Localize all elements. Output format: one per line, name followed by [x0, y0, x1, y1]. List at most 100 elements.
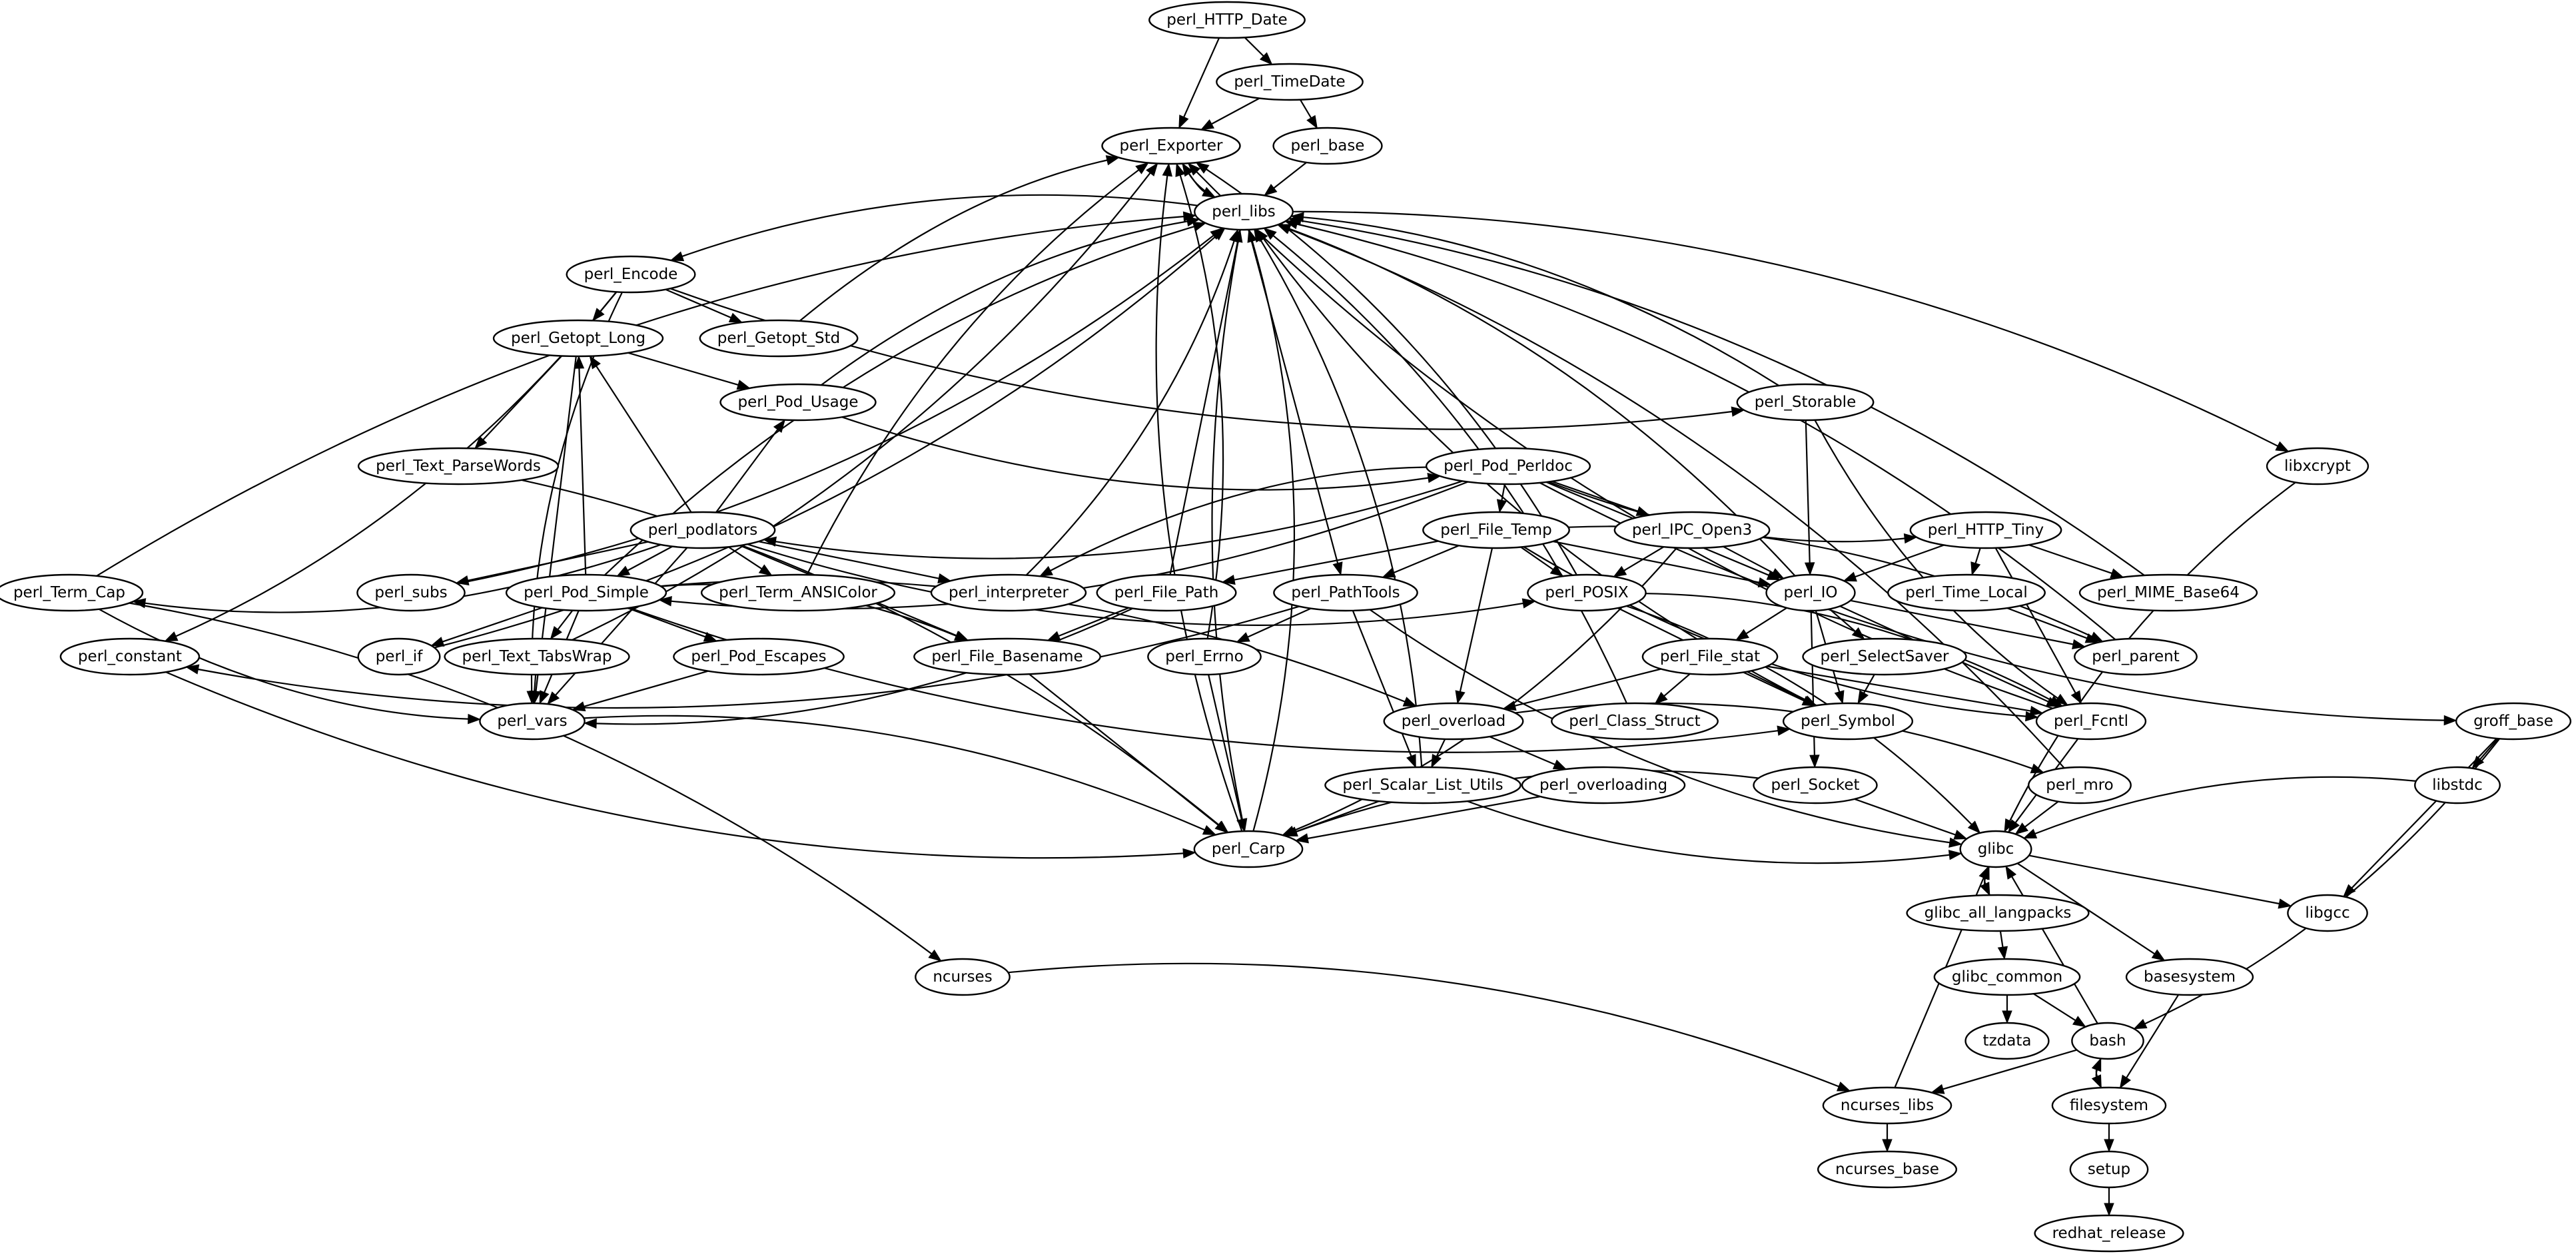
node-perl-overload[interactable]: perl_overload [1383, 702, 1524, 741]
node-perl-symbol[interactable]: perl_Symbol [1782, 702, 1914, 741]
edge-libxcrypt-to-glibc [2004, 481, 2296, 833]
node-perl-mro[interactable]: perl_mro [2028, 766, 2132, 804]
arrowhead-icon [1757, 577, 1772, 588]
node-glibc-common[interactable]: glibc_common [1933, 958, 2081, 996]
edge-perl-storable-to-perl-libs [1290, 212, 1780, 387]
node-perl-http-date[interactable]: perl_HTTP_Date [1148, 1, 1306, 39]
edge-line [1244, 37, 1264, 57]
node-ncurses-libs[interactable]: ncurses_libs [1822, 1086, 1952, 1125]
node-perl-podlators[interactable]: perl_podlators [630, 511, 776, 549]
node-glibc[interactable]: glibc [1959, 830, 2032, 868]
node-perl-file-basename[interactable]: perl_File_Basename [913, 637, 1101, 676]
edge-line [1025, 240, 1235, 576]
node-perl-base[interactable]: perl_base [1272, 127, 1383, 165]
node-perl-exporter[interactable]: perl_Exporter [1101, 127, 1241, 165]
node-glibc-all-langpacks[interactable]: glibc_all_langpacks [1906, 894, 2090, 932]
node-perl-carp[interactable]: perl_Carp [1193, 830, 1304, 868]
edge-perl-file-temp-to-perl-io [1553, 540, 1772, 588]
node-label: glibc_all_langpacks [1925, 904, 2072, 922]
edge-perl-podlators-to-perl-interpreter [758, 541, 952, 584]
node-perl-scalar-list-utils[interactable]: perl_Scalar_List_Utils [1324, 766, 1521, 804]
node-ncurses[interactable]: ncurses [915, 958, 1011, 996]
node-label: perl_overload [1402, 713, 1506, 730]
edge-line [1810, 610, 1815, 756]
node-perl-pod-simple[interactable]: perl_Pod_Simple [505, 573, 667, 612]
node-perl-subs[interactable]: perl_subs [356, 573, 466, 612]
node-perl-encode[interactable]: perl_Encode [566, 255, 696, 294]
node-ncurses-base[interactable]: ncurses_base [1817, 1150, 1958, 1189]
edge-line [1514, 668, 1661, 707]
node-perl-fcntl[interactable]: perl_Fcntl [2035, 702, 2147, 741]
arrowhead-icon [1135, 162, 1149, 174]
node-perl-io[interactable]: perl_IO [1765, 573, 1856, 612]
node-basesystem[interactable]: basesystem [2125, 958, 2254, 996]
node-perl-overloading[interactable]: perl_overloading [1521, 766, 1686, 804]
node-perl-libs[interactable]: perl_libs [1194, 192, 1294, 231]
edge-line [584, 670, 709, 707]
node-setup[interactable]: setup [2069, 1150, 2149, 1189]
edge-line [627, 545, 673, 571]
node-perl-getopt-std[interactable]: perl_Getopt_Std [699, 319, 859, 358]
node-perl-http-tiny[interactable]: perl_HTTP_Tiny [1909, 511, 2062, 549]
node-perl-text-parsewords[interactable]: perl_Text_ParseWords [357, 447, 560, 485]
node-perl-storable[interactable]: perl_Storable [1736, 383, 1875, 422]
edge-line [2028, 544, 2112, 574]
node-perl-vars[interactable]: perl_vars [479, 702, 586, 741]
node-label: perl_Text_ParseWords [376, 458, 541, 475]
node-perl-socket[interactable]: perl_Socket [1753, 766, 1878, 804]
node-shape [1216, 63, 1364, 101]
edge-line [1489, 736, 1555, 766]
node-groff-base[interactable]: groff_base [2455, 702, 2572, 741]
node-perl-pod-usage[interactable]: perl_Pod_Usage [719, 383, 877, 422]
node-perl-ipc-open3[interactable]: perl_IPC_Open3 [1613, 511, 1771, 549]
arrowhead-icon [1276, 224, 1292, 234]
node-redhat-release[interactable]: redhat_release [2034, 1214, 2184, 1253]
arrowhead-icon [1146, 162, 1158, 176]
node-shape [492, 319, 664, 358]
node-perl-time-local[interactable]: perl_Time_Local [1887, 573, 2046, 612]
edge-line [1623, 546, 1665, 571]
node-libgcc[interactable]: libgcc [2287, 894, 2368, 932]
node-perl-file-temp[interactable]: perl_File_Temp [1422, 511, 1570, 549]
node-perl-pathtools[interactable]: perl_PathTools [1273, 573, 1418, 612]
node-shape [444, 637, 630, 676]
node-perl-term-cap[interactable]: perl_Term_Cap [0, 573, 144, 612]
edge-perl-base-to-perl-libs [1264, 162, 1307, 196]
edge-line [596, 366, 692, 513]
arrowhead-icon [1295, 833, 1309, 844]
node-perl-pod-perldoc[interactable]: perl_Pod_Perldoc [1425, 447, 1591, 485]
node-perl-errno[interactable]: perl_Errno [1147, 637, 1262, 676]
node-label: perl_if [376, 648, 423, 665]
node-perl-constant[interactable]: perl_constant [59, 637, 201, 676]
node-perl-posix[interactable]: perl_POSIX [1527, 573, 1647, 612]
edge-line [572, 172, 1151, 641]
node-libstdc[interactable]: libstdc [2413, 766, 2501, 804]
node-perl-selectsaver[interactable]: perl_SelectSaver [1802, 637, 1967, 676]
node-libxcrypt[interactable]: libxcrypt [2266, 447, 2369, 485]
node-perl-if[interactable]: perl_if [357, 637, 441, 676]
node-shape [1641, 637, 1779, 676]
node-perl-term-ansicolor[interactable]: perl_Term_ANSIColor [700, 573, 896, 612]
node-perl-class-struct[interactable]: perl_Class_Struct [1551, 702, 1719, 741]
node-perl-text-tabswrap[interactable]: perl_Text_TabsWrap [444, 637, 630, 676]
node-bash[interactable]: bash [2071, 1022, 2144, 1060]
node-perl-pod-escapes[interactable]: perl_Pod_Escapes [673, 637, 845, 676]
node-label: perl_Class_Struct [1569, 713, 1700, 730]
node-perl-getopt-long[interactable]: perl_Getopt_Long [492, 319, 664, 358]
edge-line [555, 547, 688, 696]
edge-ncurses-libs-to-ncurses-base [1882, 1123, 1893, 1153]
node-filesystem[interactable]: filesystem [2051, 1086, 2167, 1125]
node-perl-interpreter[interactable]: perl_interpreter [930, 573, 1087, 612]
arrowhead-icon [1496, 499, 1507, 513]
edge-perl-constant-to-perl-carp [165, 671, 1196, 859]
node-perl-parent[interactable]: perl_parent [2074, 637, 2198, 676]
node-label: perl_File_stat [1660, 648, 1760, 665]
node-perl-file-path[interactable]: perl_File_Path [1096, 573, 1237, 612]
node-label: perl_MIME_Base64 [2097, 584, 2240, 601]
edge-perl-podlators-to-perl-getopt-long [589, 355, 692, 513]
node-perl-mime-base64[interactable]: perl_MIME_Base64 [2078, 573, 2258, 612]
node-perl-file-stat[interactable]: perl_File_stat [1641, 637, 1779, 676]
node-tzdata[interactable]: tzdata [1964, 1022, 2050, 1060]
edge-line [2095, 1069, 2102, 1088]
node-perl-timedate[interactable]: perl_TimeDate [1216, 63, 1364, 101]
